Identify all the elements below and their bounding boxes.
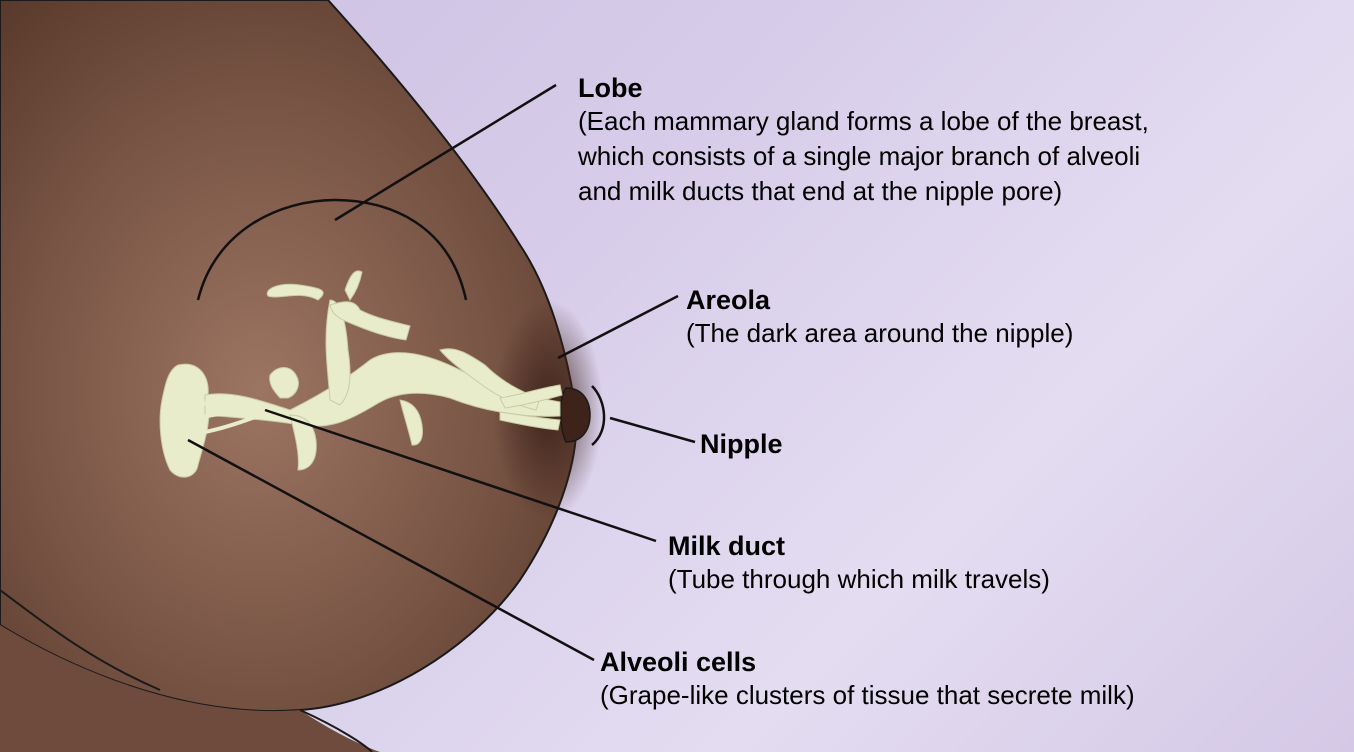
alveoli-title: Alveoli cells	[600, 646, 1135, 678]
areola-title: Areola	[686, 284, 1073, 316]
lobe-description-line-2: which consists of a single major branch …	[578, 139, 1149, 174]
lobe-label: Lobe (Each mammary gland forms a lobe of…	[578, 72, 1149, 209]
lobe-description-line-1: (Each mammary gland forms a lobe of the …	[578, 104, 1149, 139]
nipple-title: Nipple	[700, 428, 783, 460]
milk-duct-label: Milk duct (Tube through which milk trave…	[668, 530, 1050, 597]
alveoli-label: Alveoli cells (Grape-like clusters of ti…	[600, 646, 1135, 713]
nipple-leader-line	[610, 418, 695, 442]
areola-description: (The dark area around the nipple)	[686, 316, 1073, 351]
lobe-title: Lobe	[578, 72, 1149, 104]
milk-duct-title: Milk duct	[668, 530, 1050, 562]
nipple-label: Nipple	[700, 428, 783, 460]
areola-label: Areola (The dark area around the nipple)	[686, 284, 1073, 351]
milk-duct-description: (Tube through which milk travels)	[668, 562, 1050, 597]
lobe-description-line-3: and milk ducts that end at the nipple po…	[578, 174, 1149, 209]
alveoli-description: (Grape-like clusters of tissue that secr…	[600, 678, 1135, 713]
